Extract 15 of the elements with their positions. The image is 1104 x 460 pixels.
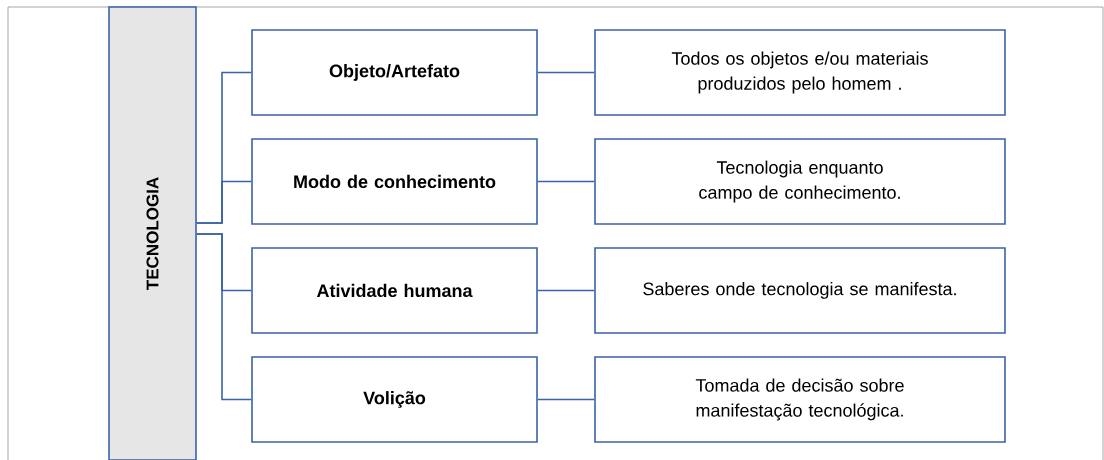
concept-box: Modo de conhecimento bbox=[251, 138, 538, 225]
concept-box: Volição bbox=[251, 356, 538, 443]
connector-line bbox=[537, 398, 595, 401]
connector-line bbox=[537, 289, 595, 292]
description-box: Tecnologia enquanto campo de conhecimento. bbox=[594, 138, 1006, 225]
description-box: Todos os objetos e/ou materiais produzidos pelo homem . bbox=[594, 29, 1006, 116]
connector-line bbox=[196, 180, 252, 224]
category-bar: TECNOLOGIA bbox=[108, 6, 197, 460]
concept-box: Atividade humana bbox=[251, 247, 538, 334]
connector-line bbox=[196, 233, 252, 401]
connector-line bbox=[537, 71, 595, 74]
concept-box: Objeto/Artefato bbox=[251, 29, 538, 116]
description-box: Saberes onde tecnologia se manifesta. bbox=[594, 247, 1006, 334]
connector-line bbox=[537, 180, 595, 183]
description-box: Tomada de decisão sobre manifestação tecnológica. bbox=[594, 356, 1006, 443]
